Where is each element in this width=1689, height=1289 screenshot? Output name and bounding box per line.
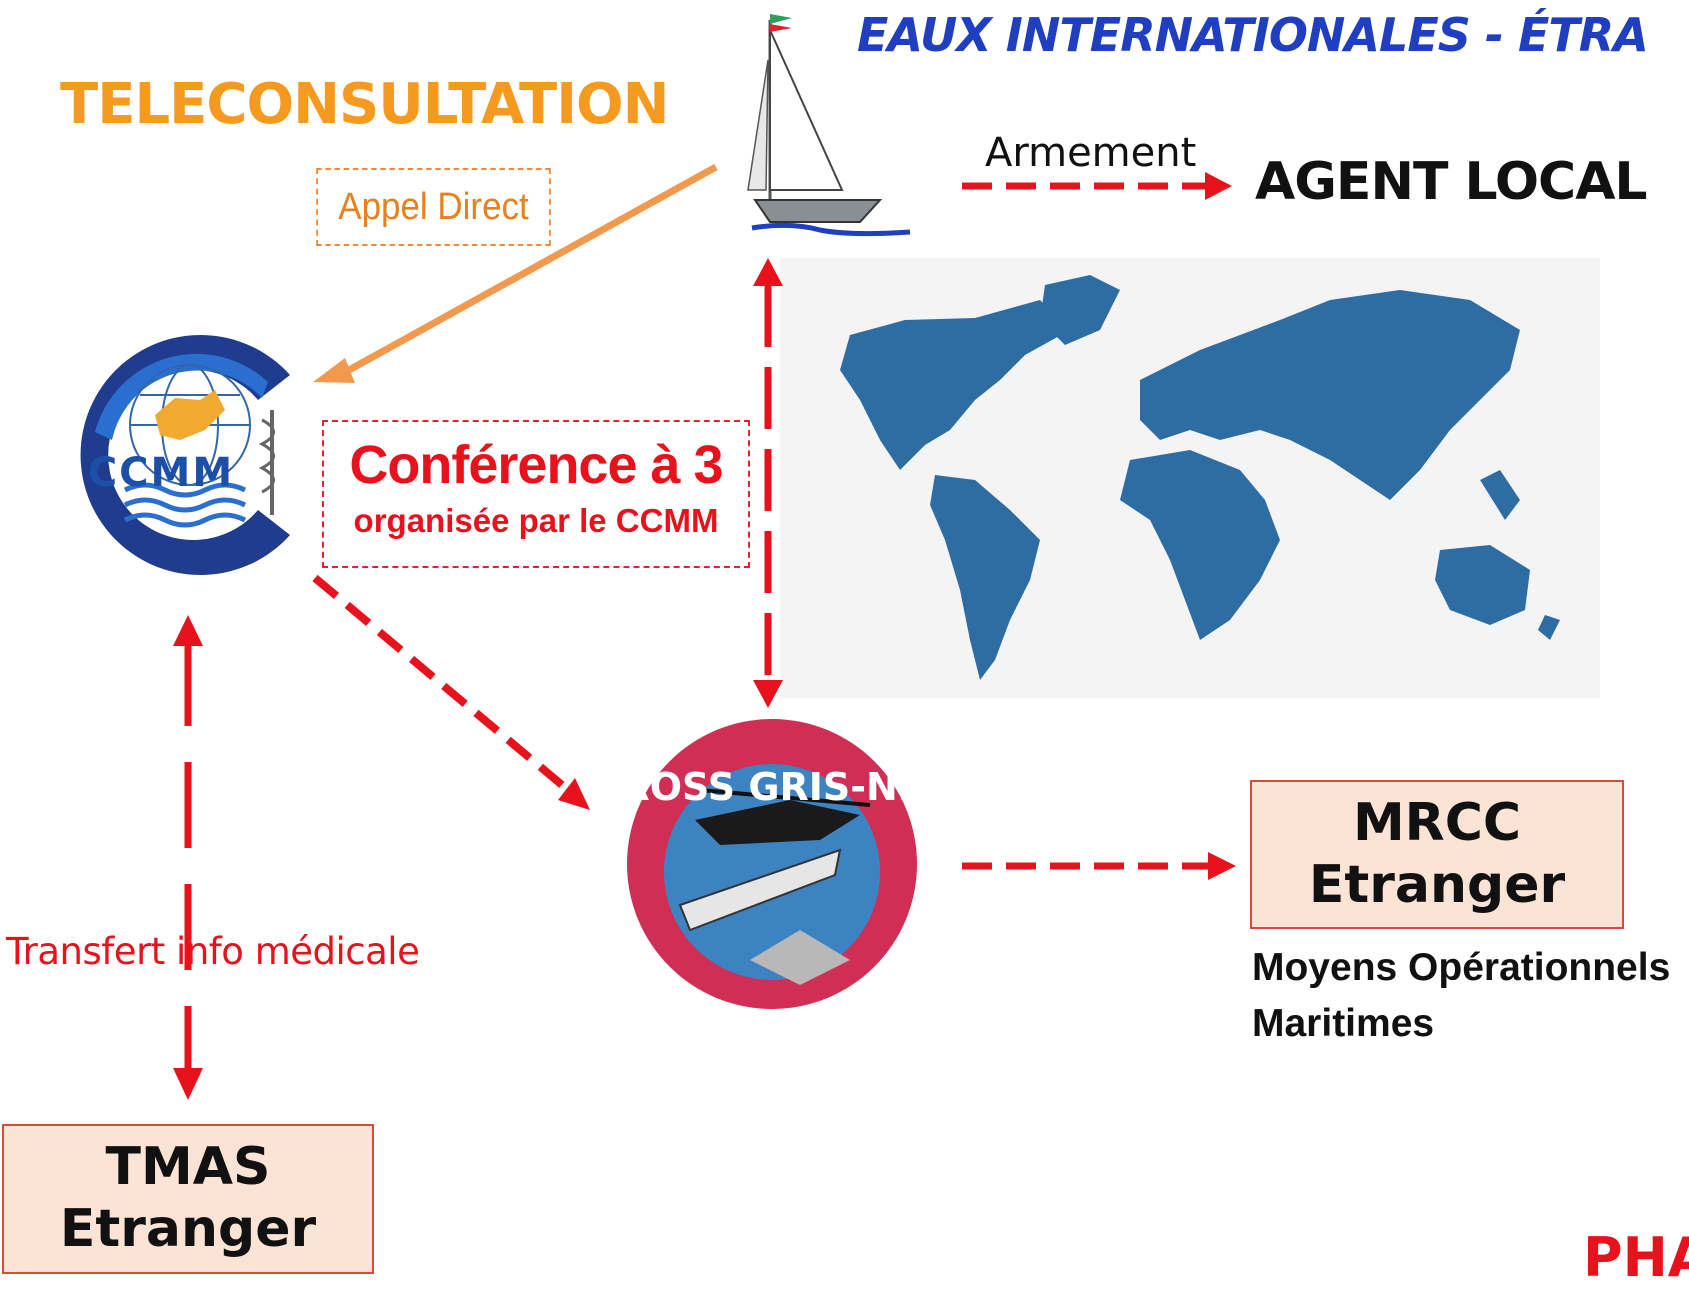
ccmm-logo [80, 335, 291, 575]
tmas-title: TMAS [105, 1137, 271, 1197]
mrcc-title: MRCC [1352, 793, 1522, 853]
ccmm-tmas-arrow [173, 615, 203, 1100]
tmas-subtitle: Etranger [59, 1199, 317, 1259]
moyens-line1: Moyens Opérationnels [1252, 946, 1671, 989]
appel-direct-arrow [313, 163, 718, 383]
mrcc-box: MRCC Etranger [1250, 780, 1624, 929]
appel-direct-label: Appel Direct [338, 185, 529, 228]
ccmm-logo-text: CCMM [87, 450, 235, 496]
teleconsultation-title: TELECONSULTATION [60, 72, 670, 137]
pha-label: PHA [1583, 1226, 1689, 1289]
tmas-box: TMAS Etranger [2, 1124, 374, 1274]
armement-arrow [962, 172, 1232, 200]
world-map [780, 258, 1600, 698]
armement-label: Armement [985, 130, 1197, 176]
cross-logo-text: CROSS GRIS-NEZ [593, 765, 952, 809]
conference-subtitle: organisée par le CCMM [353, 502, 719, 539]
transfert-label: Transfert info médicale [6, 930, 420, 973]
conference-box: Conférence à 3 organisée par le CCMM [322, 420, 750, 568]
international-waters-title: EAUX INTERNATIONALES - ÉTRA [857, 8, 1649, 62]
sailboat-icon [747, 14, 911, 237]
conference-title: Conférence à 3 [349, 435, 723, 495]
mrcc-subtitle: Etranger [1308, 855, 1566, 915]
agent-local-label: AGENT LOCAL [1255, 152, 1648, 212]
ccmm-cross-arrow [312, 574, 590, 810]
cross-mrcc-arrow [962, 852, 1236, 880]
moyens-label: Moyens Opérationnels Maritimes [1252, 940, 1670, 1052]
appel-direct-box: Appel Direct [316, 168, 551, 246]
moyens-line2: Maritimes [1252, 1002, 1435, 1045]
cross-gris-nez-logo: CROSS GRIS-NEZ [593, 719, 952, 1009]
boat-cross-arrow [753, 258, 783, 708]
